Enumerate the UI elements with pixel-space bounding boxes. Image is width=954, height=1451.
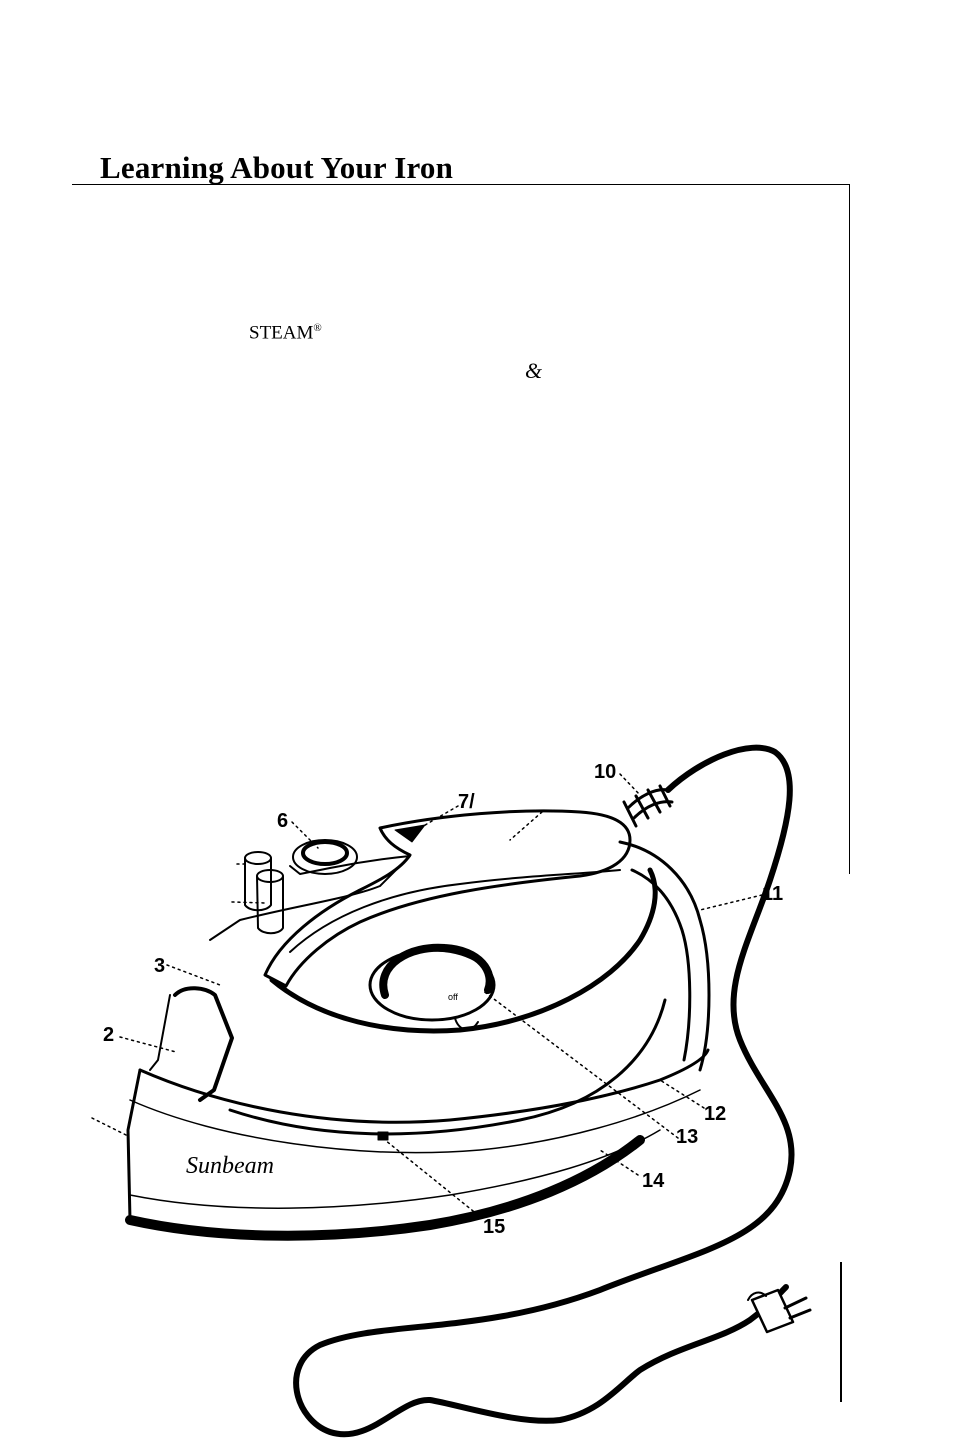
- ampersand-glyph: &: [525, 358, 543, 383]
- leader-lines: [91, 773, 763, 1216]
- water-tank-window: [173, 986, 234, 1102]
- side-trim: [129, 1089, 701, 1154]
- callout-14: 14: [642, 1170, 665, 1192]
- steam-dial: [301, 840, 349, 866]
- plug-cap: [747, 1291, 767, 1301]
- power-cord: [293, 744, 795, 1438]
- leader-11: [699, 894, 763, 911]
- leader-6: [291, 821, 319, 849]
- shot-of-steam-button: [377, 1131, 389, 1141]
- right-margin-rule: [849, 184, 850, 874]
- callout-15: 15: [483, 1216, 505, 1238]
- spray-button-left: [244, 851, 272, 865]
- body-contour-upper: [269, 867, 658, 1034]
- handle-inner: [289, 869, 621, 953]
- leader-10: [619, 773, 641, 796]
- callout-10: 10: [594, 761, 616, 783]
- leader-9: [509, 811, 543, 841]
- leader-15: [384, 1139, 479, 1216]
- body-contour-lower: [228, 998, 667, 1136]
- leader-2: [119, 1036, 177, 1053]
- right-margin-rule-lower: [840, 1262, 842, 1402]
- leader-7: [419, 805, 459, 829]
- temperature-dial-ring: [379, 943, 494, 999]
- leader-3: [166, 964, 221, 986]
- rear-housing: [618, 840, 711, 1072]
- steam-trademark-text: STEAM®: [249, 322, 322, 344]
- brand-logo: Sunbeam: [186, 1153, 274, 1179]
- leader-4: [231, 901, 266, 904]
- leader-12: [659, 1079, 705, 1109]
- registered-mark: ®: [313, 322, 322, 334]
- leader-14: [599, 1149, 639, 1176]
- dial-off-label: off: [448, 992, 458, 1002]
- iron-handle: [263, 809, 632, 988]
- leader-1: [91, 1117, 129, 1137]
- callout-2: 2: [103, 1024, 114, 1046]
- cord-strain-relief: [622, 784, 674, 828]
- iron-tip: [126, 1068, 142, 1222]
- callout-13: 13: [676, 1126, 698, 1148]
- temperature-dial-pointer: [454, 1017, 479, 1031]
- iron-body-side: [138, 1048, 710, 1124]
- iron-body-front: [209, 855, 411, 941]
- soleplate-band: [125, 1135, 645, 1241]
- spray-button-right-body: [256, 875, 284, 935]
- callout-7: 7/: [458, 791, 475, 813]
- callout-11: 11: [762, 883, 783, 905]
- indicator-light: [394, 824, 426, 843]
- callout-3: 3: [154, 955, 165, 977]
- callout-6: 6: [277, 810, 288, 832]
- plug-body: [750, 1288, 795, 1334]
- title-rule: [72, 184, 850, 185]
- callout-12: 12: [704, 1103, 726, 1125]
- steam-word: STEAM: [249, 322, 314, 344]
- plug-prong-a: [783, 1296, 812, 1320]
- page-title: Learning About Your Iron: [100, 150, 454, 185]
- soleplate-edge: [129, 1129, 661, 1209]
- fill-door: [149, 994, 171, 1071]
- leader-13: [481, 989, 679, 1139]
